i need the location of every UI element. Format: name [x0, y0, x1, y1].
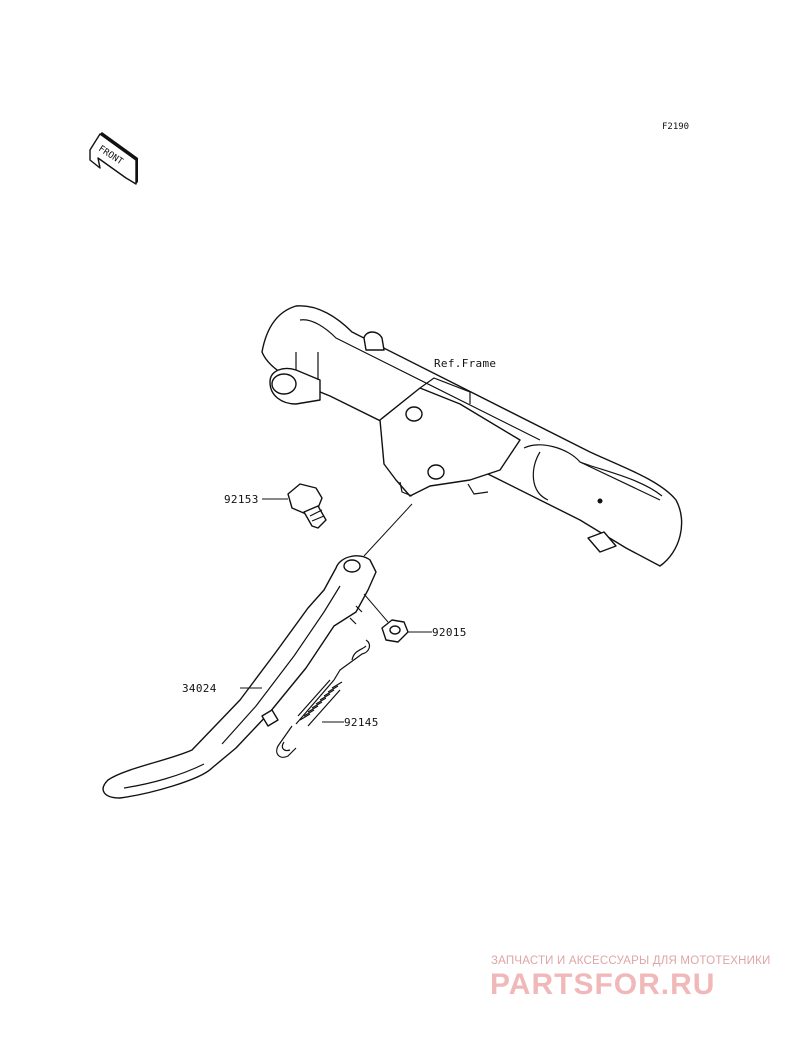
bolt — [287, 483, 327, 529]
part-number-92015: 92015 — [432, 626, 467, 639]
nut — [381, 619, 409, 643]
watermark-brand: PARTSFOR.RU — [490, 968, 715, 1001]
part-number-92153: 92153 — [224, 493, 259, 506]
ref-frame-label: Ref.Frame — [434, 357, 496, 370]
watermark-tagline: ЗАПЧАСТИ И АКСЕССУАРЫ ДЛЯ МОТОТЕХНИКИ — [491, 955, 771, 967]
diagram-code: F2190 — [662, 122, 689, 132]
front-arrow-icon: FRONT — [89, 132, 138, 185]
part-number-34024: 34024 — [182, 682, 217, 695]
side-stand — [102, 555, 377, 799]
part-number-92145: 92145 — [344, 716, 379, 729]
pivot-leader-line — [363, 503, 413, 557]
frame-tube — [261, 305, 683, 567]
spring-coils — [297, 679, 343, 727]
nut-leader-line — [363, 593, 389, 623]
spring — [276, 639, 371, 758]
